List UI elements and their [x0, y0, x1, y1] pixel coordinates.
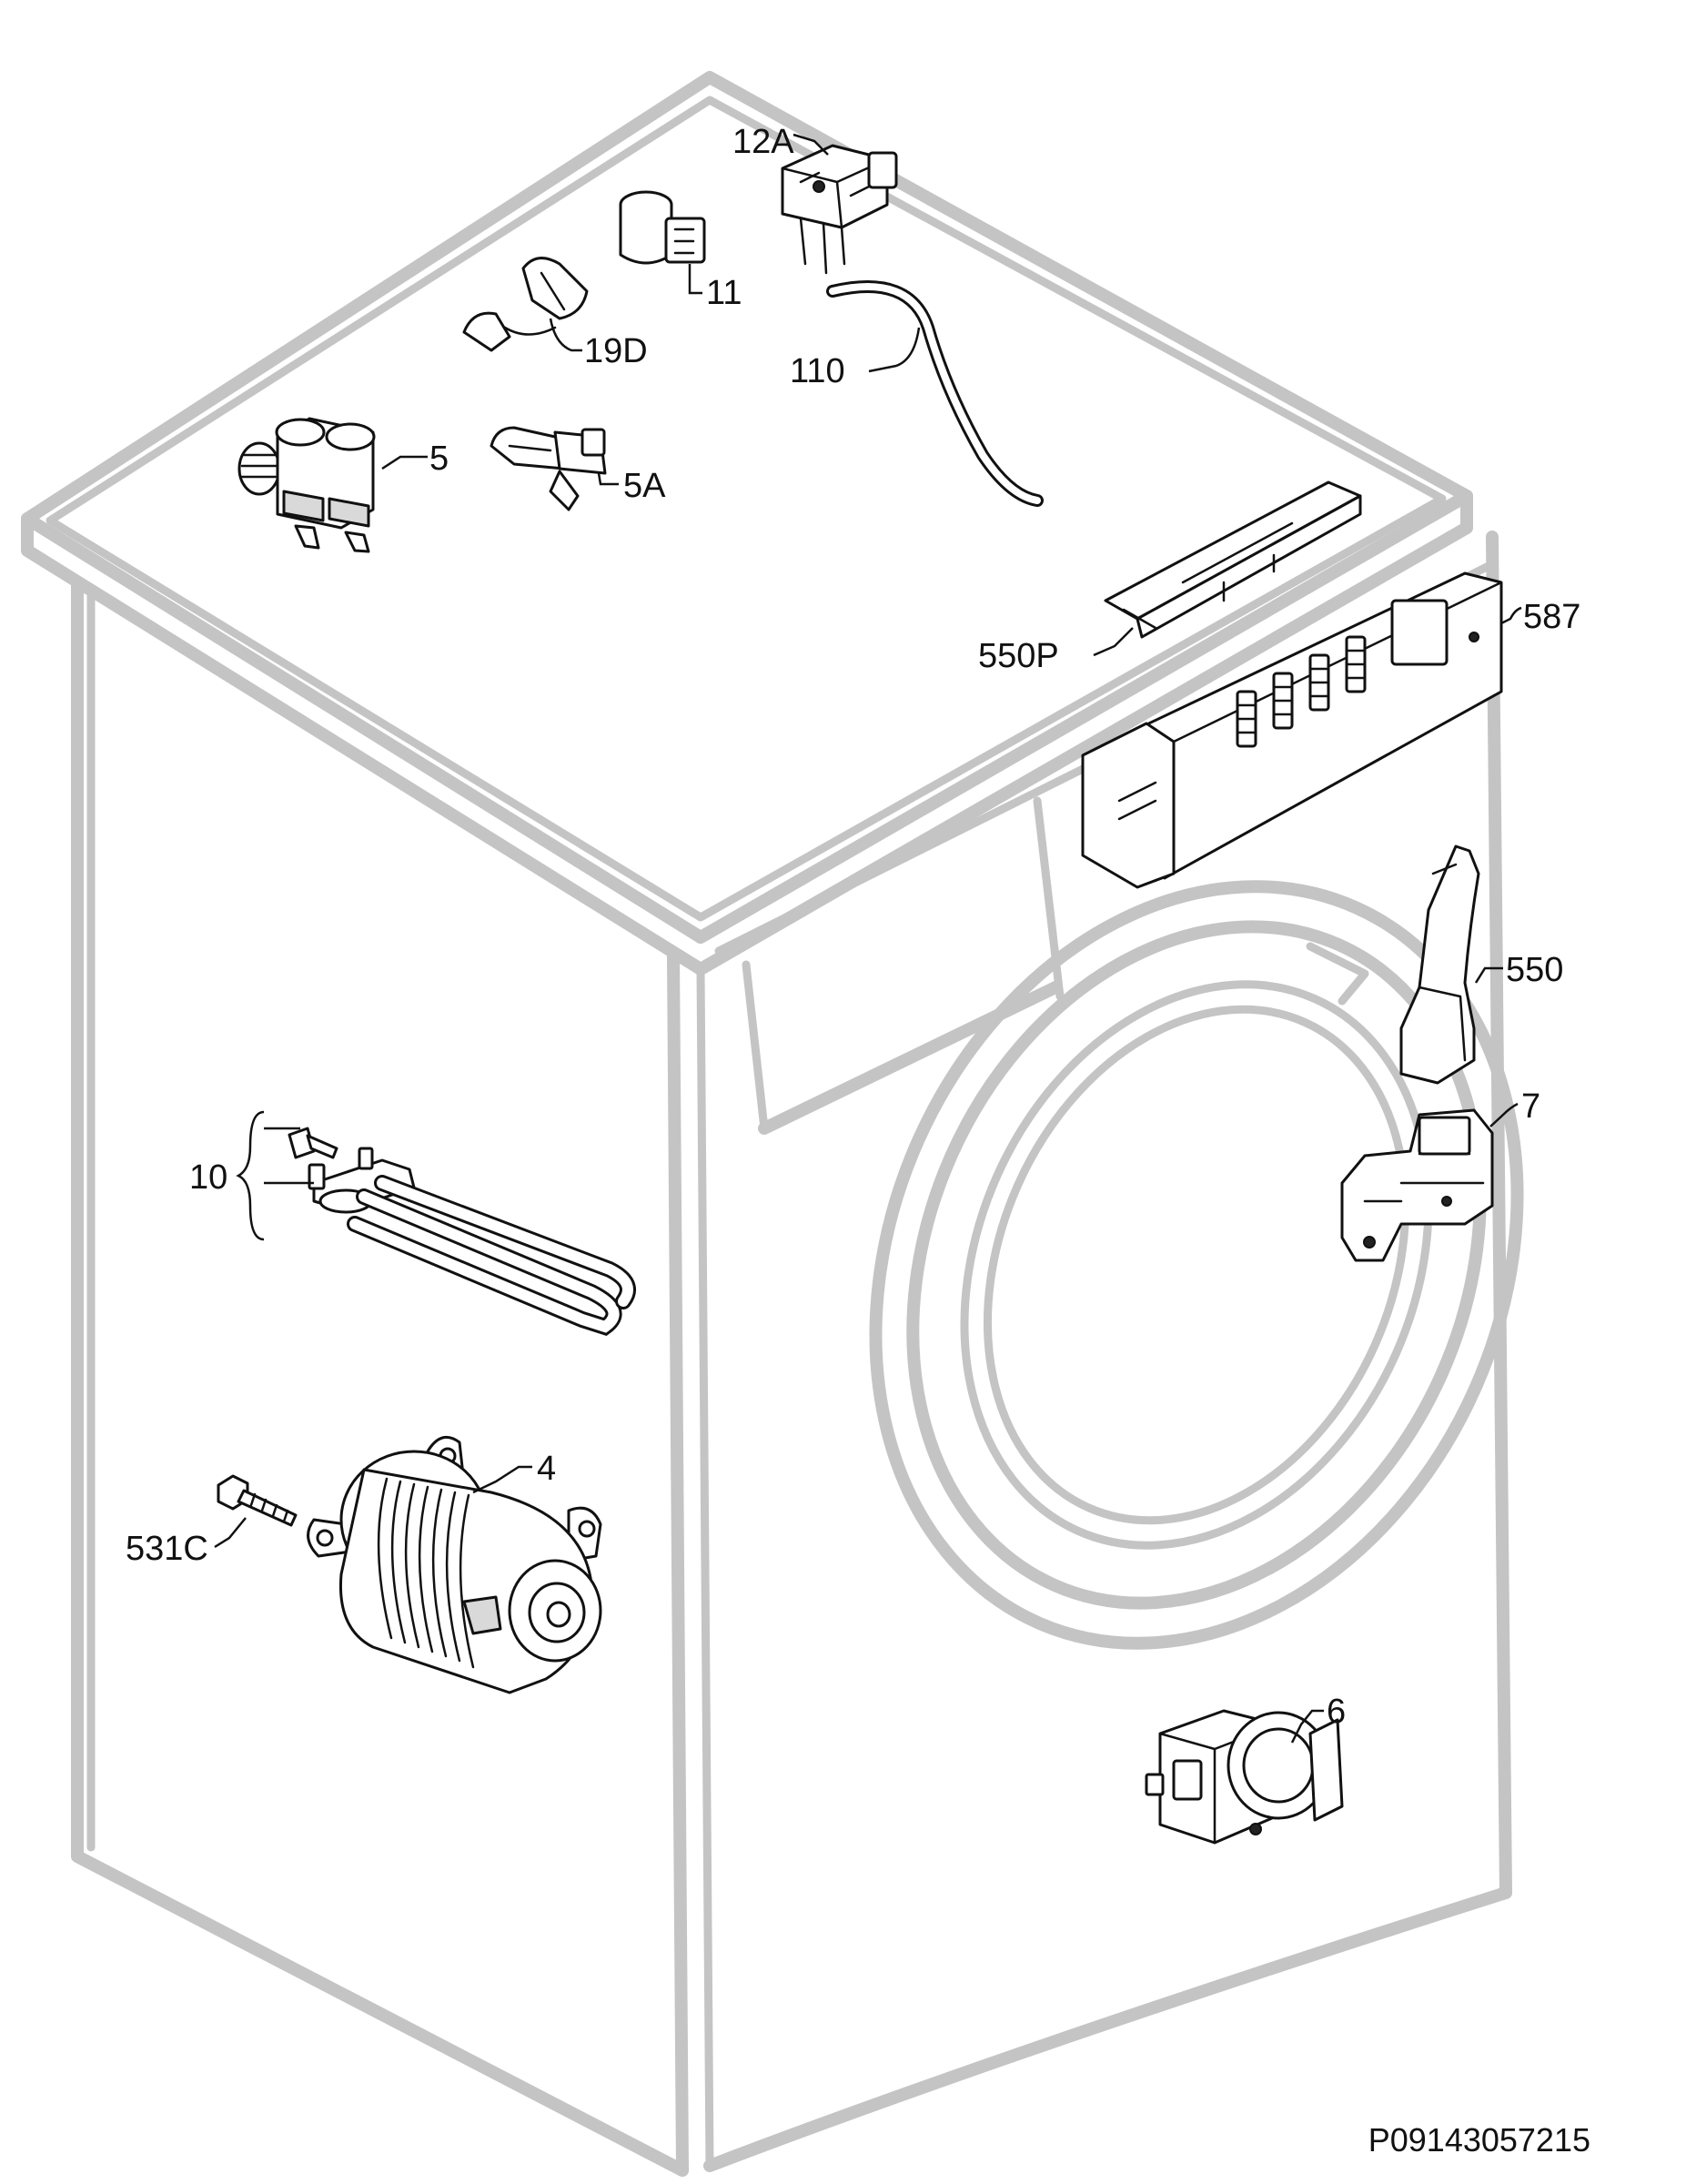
diagram-reference-code: P09143057215 [1368, 2121, 1590, 2159]
label-110: 110 [790, 352, 845, 390]
label-11: 11 [706, 274, 742, 312]
label-531c: 531C [126, 1530, 208, 1568]
label-4: 4 [537, 1450, 556, 1488]
part-550p-dispenser-trim [1104, 480, 1362, 639]
label-5a: 5A [623, 467, 666, 505]
part-6-drain-pump [1145, 1709, 1344, 1845]
label-587: 587 [1523, 598, 1580, 636]
part-587-control-module [1081, 571, 1503, 889]
part-110-hose [826, 280, 1044, 507]
part-11-capacitor [619, 190, 706, 265]
leader-lines [214, 133, 1522, 1744]
part-4-motor [307, 1435, 602, 1694]
part-5-inlet-valve [237, 417, 376, 553]
part-531c-screw [217, 1474, 298, 1527]
part-10-heating-element [288, 1127, 636, 1336]
part-12a-pressure-switch [781, 144, 898, 275]
label-550p: 550P [978, 637, 1059, 675]
part-labels: 12A 11 19D 110 5 5A 550P 587 550 7 10 4 … [126, 123, 1580, 1731]
label-19d: 19D [584, 332, 648, 370]
label-7: 7 [1521, 1087, 1540, 1126]
part-550-door-handle [1399, 844, 1480, 1085]
part-19d-filter [462, 257, 589, 352]
label-10: 10 [189, 1158, 227, 1197]
label-12a: 12A [732, 123, 794, 161]
washing-machine-outline [21, 71, 1524, 2177]
part-7-door-lock [1340, 1108, 1494, 1262]
label-5: 5 [429, 440, 449, 478]
part-5a-fitting [490, 426, 607, 511]
label-550: 550 [1506, 951, 1563, 989]
control-module-buttons [1236, 635, 1367, 748]
label-6: 6 [1327, 1693, 1346, 1731]
